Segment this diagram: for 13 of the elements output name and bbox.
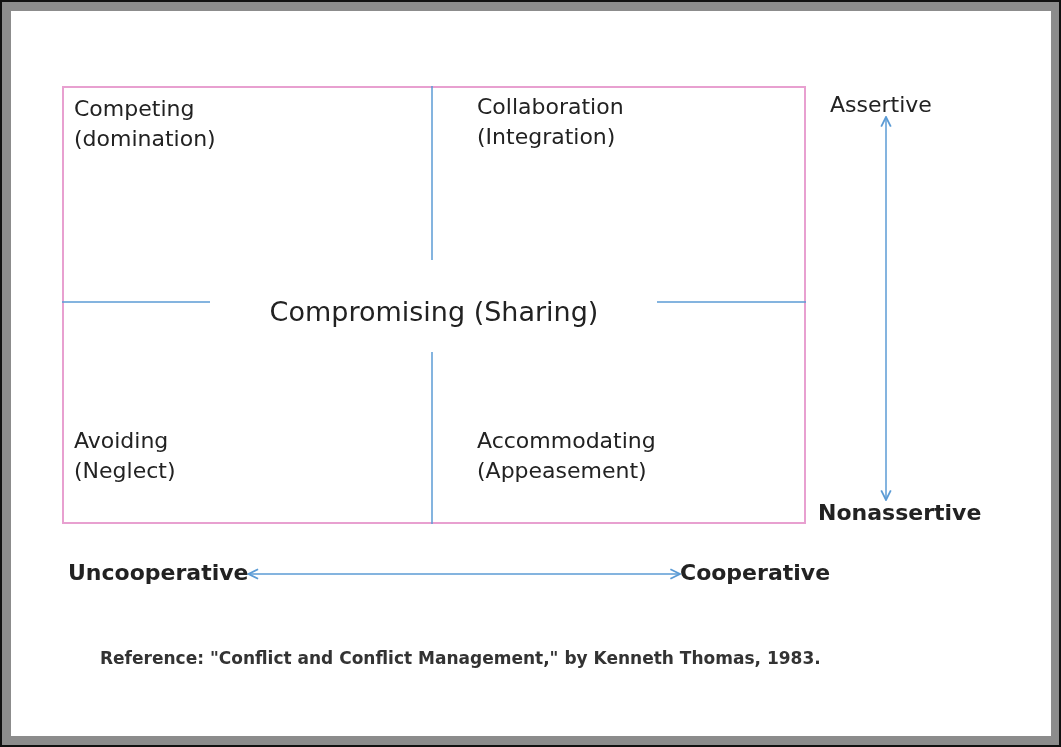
quadrant-grid bbox=[62, 86, 806, 524]
double-arrow bbox=[880, 116, 892, 501]
double-arrow bbox=[247, 568, 681, 580]
reference-note: Reference: "Conflict and Conflict Management," by Kenneth Thomas, 1983. bbox=[100, 648, 821, 668]
quadrant-label: Avoiding (Neglect) bbox=[74, 427, 177, 485]
axis-label: Uncooperative bbox=[68, 560, 249, 585]
quadrant-label: Competing (domination) bbox=[74, 95, 217, 153]
axis-label: Assertive bbox=[830, 92, 932, 117]
center-style-label: Compromising (Sharing) bbox=[268, 295, 600, 329]
quadrant-label: Collaboration (Integration) bbox=[477, 93, 625, 151]
axis-label: Cooperative bbox=[680, 560, 831, 585]
axis-label: Nonassertive bbox=[818, 500, 982, 525]
quadrant-label: Accommodating (Appeasement) bbox=[477, 427, 657, 485]
